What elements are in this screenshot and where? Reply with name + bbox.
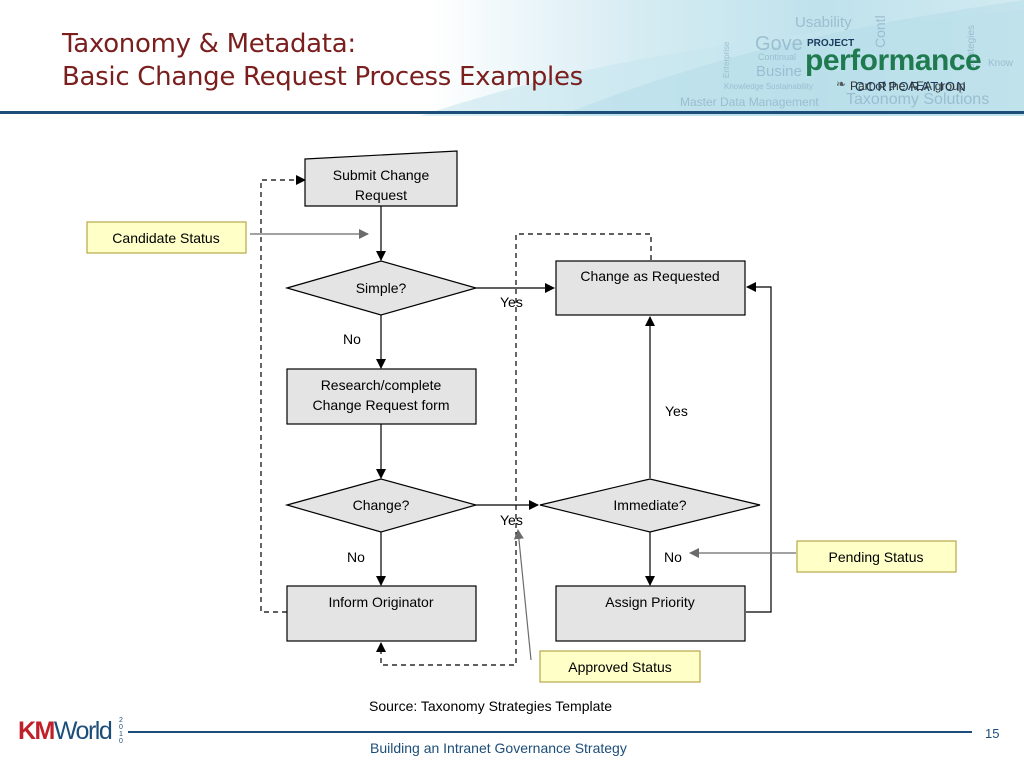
- edge-change-loop-to-inform: [376, 233, 652, 666]
- watermark-word: Continual: [758, 52, 797, 62]
- node-change-as-requested: Change as Requested: [555, 260, 746, 316]
- watermark-word: Know: [988, 58, 1014, 69]
- approved-pointer: [513, 529, 532, 661]
- node-immediate-label: Immediate?: [613, 497, 686, 513]
- node-change-decision: Change?: [284, 478, 479, 533]
- watermark-word: Usability: [795, 14, 852, 31]
- node-research: Research/complete Change Request form: [286, 368, 477, 425]
- node-assign-priority: Assign Priority: [555, 585, 746, 642]
- node-assign-priority-label: Assign Priority: [605, 594, 694, 610]
- watermark-word: Gove: [755, 33, 803, 55]
- node-submit-line1: Submit Change: [333, 167, 430, 183]
- header-divider: [0, 111, 1024, 114]
- kmworld-logo: KMWorld: [18, 716, 113, 746]
- kmworld-logo-km: KM: [18, 717, 55, 745]
- node-simple-decision: Simple?: [284, 260, 479, 316]
- watermark-word: Knowledge Sustainability: [724, 82, 813, 91]
- status-pending: Pending Status: [796, 540, 957, 573]
- kmworld-logo-world: World: [53, 717, 113, 745]
- status-approved-label: Approved Status: [568, 659, 672, 675]
- status-candidate-label: Candidate Status: [112, 230, 219, 246]
- node-inform-originator: Inform Originator: [286, 585, 477, 642]
- company-logo: PROJECT performance CORPORATION: [805, 36, 982, 98]
- edge-label-simple-yes: Yes: [500, 294, 523, 310]
- status-candidate: Candidate Status: [86, 221, 247, 254]
- edge-assign-to-change-as-requested: [746, 282, 772, 613]
- status-pending-label: Pending Status: [829, 549, 924, 565]
- node-submit-line2: Request: [355, 187, 407, 203]
- feedback-edges: [260, 175, 652, 666]
- watermark-word: Busine: [756, 63, 802, 80]
- node-change-label: Change?: [353, 497, 410, 513]
- logo-project-text: PROJECT: [807, 38, 855, 49]
- node-inform-label: Inform Originator: [328, 594, 433, 610]
- page-title: Taxonomy & Metadata: Basic Change Reques…: [62, 28, 583, 94]
- logo-aea-text: Part of the AEA group: [850, 79, 966, 93]
- status-pointers: [250, 229, 796, 661]
- flow-edges: [376, 206, 772, 613]
- aea-swirl-icon: ❧: [836, 77, 847, 91]
- edge-label-immediate-yes: Yes: [665, 403, 688, 419]
- edge-label-immediate-no: No: [664, 549, 682, 565]
- edge-label-simple-no: No: [343, 331, 361, 347]
- source-caption: Source: Taxonomy Strategies Template: [369, 698, 613, 714]
- watermark-word: Taxonomy Solutions: [846, 91, 990, 108]
- node-immediate-decision: Immediate?: [539, 478, 761, 533]
- node-change-as-requested-label: Change as Requested: [580, 268, 719, 284]
- page-number: 15: [985, 726, 1000, 741]
- footer-text: Building an Intranet Governance Strategy: [370, 740, 627, 756]
- node-research-line1: Research/complete: [321, 377, 442, 393]
- watermark-word: Master Data Management: [680, 95, 819, 109]
- node-research-line2: Change Request form: [313, 397, 450, 413]
- node-submit-change-request: Submit Change Request: [304, 150, 458, 207]
- node-simple-label: Simple?: [356, 280, 407, 296]
- logo-corporation-text: CORPORATION: [855, 79, 968, 94]
- edge-inform-loop-to-submit: [260, 175, 306, 613]
- header-banner-graphic: [0, 0, 1024, 116]
- page-title-line2: Basic Change Request Process Examples: [62, 62, 583, 92]
- status-approved: Approved Status: [539, 650, 701, 683]
- logo-performance-text: performance: [805, 44, 982, 77]
- footer-divider: [128, 731, 972, 733]
- edge-label-change-yes: Yes: [500, 512, 523, 528]
- edge-label-change-no: No: [347, 549, 365, 565]
- page-title-line1: Taxonomy & Metadata:: [62, 29, 356, 59]
- slide-header: Usability Gove Busine Continual Knowledg…: [0, 0, 1024, 116]
